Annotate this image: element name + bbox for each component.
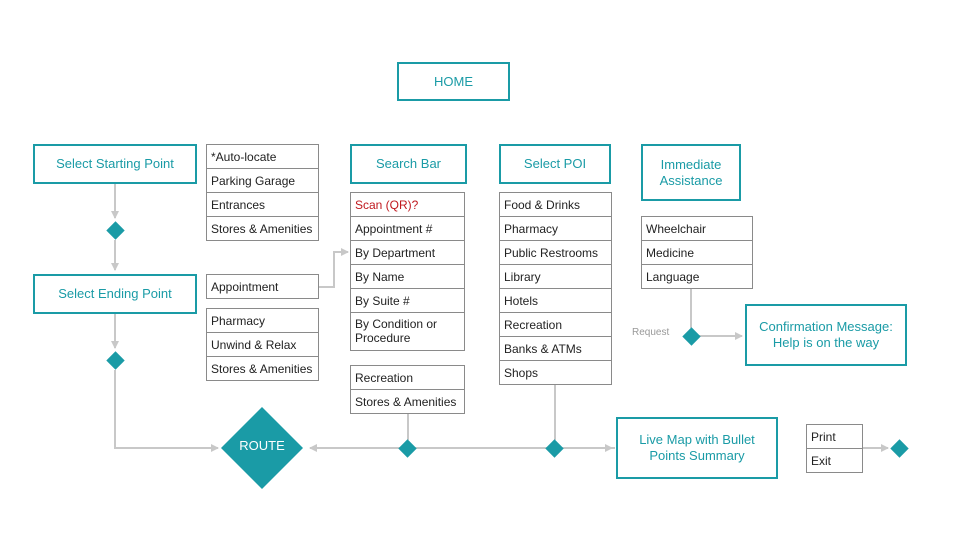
list-item[interactable]: Stores & Amenities bbox=[207, 217, 318, 241]
list-item[interactable]: Appointment bbox=[207, 275, 318, 299]
confirmation-message-node: Confirmation Message: Help is on the way bbox=[745, 304, 907, 366]
list-item[interactable]: *Auto-locate bbox=[207, 145, 318, 169]
select-ending-point-node[interactable]: Select Ending Point bbox=[33, 274, 197, 314]
list-item[interactable]: Library bbox=[500, 265, 611, 289]
list-item[interactable]: Appointment # bbox=[351, 217, 464, 241]
list-item[interactable]: Language bbox=[642, 265, 752, 289]
home-node[interactable]: HOME bbox=[397, 62, 510, 101]
list-item[interactable]: Unwind & Relax bbox=[207, 333, 318, 357]
assistance-options-list: Wheelchair Medicine Language bbox=[641, 216, 753, 289]
list-item[interactable]: Banks & ATMs bbox=[500, 337, 611, 361]
select-poi-node[interactable]: Select POI bbox=[499, 144, 611, 184]
diamond-to-route-line bbox=[114, 370, 219, 452]
list-item[interactable]: Parking Garage bbox=[207, 169, 318, 193]
list-item[interactable]: Wheelchair bbox=[642, 217, 752, 241]
list-item[interactable]: Medicine bbox=[642, 241, 752, 265]
request-label: Request bbox=[632, 327, 670, 338]
list-item[interactable]: Pharmacy bbox=[207, 309, 318, 333]
poi-options-list: Food & Drinks Pharmacy Public Restrooms … bbox=[499, 192, 612, 385]
list-item[interactable]: Food & Drinks bbox=[500, 193, 611, 217]
print-item[interactable]: Print bbox=[807, 425, 862, 449]
list-item[interactable]: Recreation bbox=[351, 366, 464, 390]
search-options-list: Scan (QR)? Appointment # By Department B… bbox=[350, 192, 465, 351]
search-bar-node[interactable]: Search Bar bbox=[350, 144, 467, 184]
starting-options-list: *Auto-locate Parking Garage Entrances St… bbox=[206, 144, 319, 241]
appointment-list: Appointment bbox=[206, 274, 319, 299]
list-item[interactable]: Stores & Amenities bbox=[351, 390, 464, 414]
list-item[interactable]: Entrances bbox=[207, 193, 318, 217]
live-options-list: Print Exit bbox=[806, 424, 863, 473]
list-item[interactable]: By Condition or Procedure bbox=[351, 313, 464, 351]
list-item[interactable]: By Suite # bbox=[351, 289, 464, 313]
list-item[interactable]: By Name bbox=[351, 265, 464, 289]
ending-options-list: Pharmacy Unwind & Relax Stores & Ameniti… bbox=[206, 308, 319, 381]
route-label: ROUTE bbox=[239, 438, 285, 453]
appointment-to-search-line bbox=[318, 248, 349, 288]
scan-qr-item[interactable]: Scan (QR)? bbox=[351, 193, 464, 217]
select-starting-point-node[interactable]: Select Starting Point bbox=[33, 144, 197, 184]
list-item[interactable]: Hotels bbox=[500, 289, 611, 313]
exit-item[interactable]: Exit bbox=[807, 449, 862, 473]
list-item[interactable]: Stores & Amenities bbox=[207, 357, 318, 381]
list-item[interactable]: Shops bbox=[500, 361, 611, 385]
list-item[interactable]: Recreation bbox=[500, 313, 611, 337]
immediate-assistance-node[interactable]: Immediate Assistance bbox=[641, 144, 741, 201]
search-extra-list: Recreation Stores & Amenities bbox=[350, 365, 465, 414]
list-item[interactable]: Pharmacy bbox=[500, 217, 611, 241]
list-item[interactable]: By Department bbox=[351, 241, 464, 265]
live-map-node[interactable]: Live Map with Bullet Points Summary bbox=[616, 417, 778, 479]
list-item[interactable]: Public Restrooms bbox=[500, 241, 611, 265]
